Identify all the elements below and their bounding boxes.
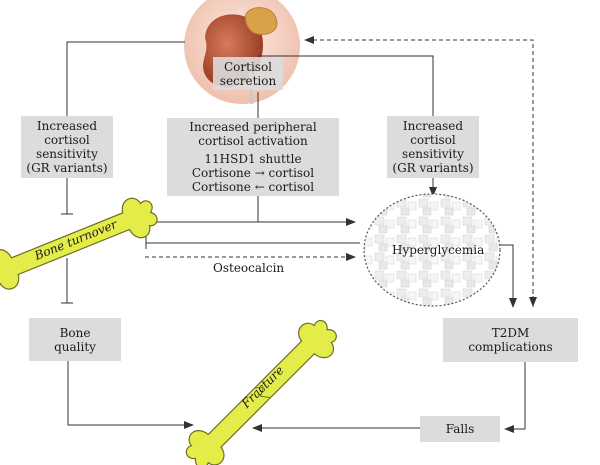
bone-quality-line-2: quality — [54, 339, 96, 354]
bone-turnover-image — [0, 197, 158, 290]
right-sens-line-4: (GR variants) — [392, 161, 474, 175]
cortisol-secretion-line-1: Cortisol — [223, 59, 273, 74]
flow-lines — [61, 36, 537, 433]
left-sens-line-2: cortisol — [44, 133, 90, 147]
right-sens-line-2: cortisol — [410, 133, 456, 147]
falls-node: Falls — [420, 416, 500, 442]
left-sens-line-1: Increased — [36, 119, 98, 133]
right-sens-line-1: Increased — [402, 119, 464, 133]
t2dm-node: T2DM complications — [443, 318, 578, 362]
falls-label: Falls — [445, 422, 475, 436]
cortisol-secretion-label: Cortisol secretion — [213, 57, 283, 90]
fracture-bone-image — [185, 319, 337, 465]
line-cortisol-to-left — [66, 41, 185, 116]
shuttle-line-1: Cortisone → cortisol — [191, 166, 315, 180]
hyperglycemia-image — [363, 193, 501, 307]
peripheral-activation-node: Increased peripheral cortisol activation… — [167, 118, 339, 196]
osteocalcin-label: Osteocalcin — [213, 261, 285, 275]
bone-quality-line-1: Bone — [59, 325, 91, 340]
left-sens-line-3: sensitivity — [36, 147, 98, 161]
line-quality-to-fracture — [67, 361, 194, 429]
line-t2dm-to-falls — [504, 362, 526, 433]
shuttle-line-2: Cortisone ← cortisol — [191, 180, 315, 194]
t2dm-line-2: complications — [468, 340, 553, 354]
cortisol-secretion-node — [213, 57, 283, 90]
cortisol-secretion-line-2: secretion — [219, 73, 277, 88]
bone-quality-node: Bone quality — [29, 318, 121, 361]
right-sens-line-3: sensitivity — [402, 147, 464, 161]
peripheral-title-line-1: Increased peripheral — [189, 120, 317, 134]
hyperglycemia-label: Hyperglycemia — [392, 243, 485, 257]
cortisol-sensitivity-right-node: Increased cortisol sensitivity (GR varia… — [387, 116, 479, 178]
shuttle-label: 11HSD1 shuttle — [204, 152, 302, 166]
line-hyper-to-t2dm — [500, 244, 517, 308]
line-t2dm-to-cortisol — [304, 36, 534, 307]
t2dm-line-1: T2DM — [491, 326, 530, 340]
line-cortisol-to-right — [258, 55, 434, 116]
peripheral-title-line-2: cortisol activation — [198, 134, 308, 148]
left-sens-line-4: (GR variants) — [26, 161, 108, 175]
cortisol-sensitivity-left-node: Increased cortisol sensitivity (GR varia… — [21, 116, 113, 178]
